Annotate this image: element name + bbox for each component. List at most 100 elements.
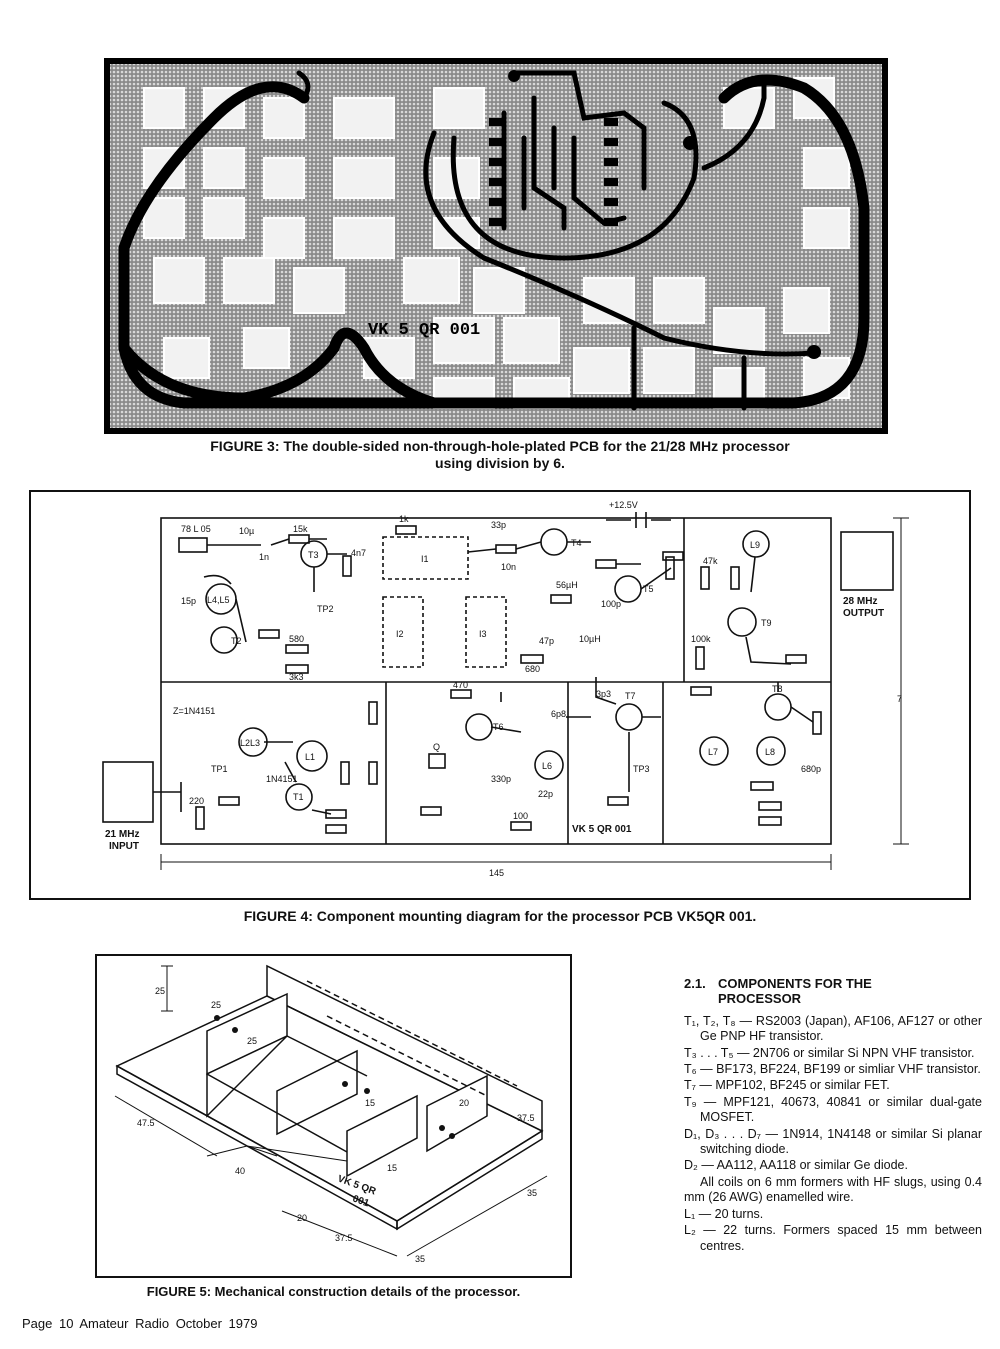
figure-3-pcb: VK 5 QR 001 bbox=[100, 54, 892, 438]
dim-25: 25 bbox=[211, 1000, 221, 1010]
inductor-label: 10µH bbox=[579, 634, 601, 644]
resistor-label: 680 bbox=[525, 664, 540, 674]
resistor-label: 3k3 bbox=[289, 672, 304, 682]
list-item: T₇ — MPF102, BF245 or similar FET. bbox=[684, 1078, 890, 1093]
dim-35: 35 bbox=[527, 1188, 537, 1198]
capacitor-label: 4n7 bbox=[351, 548, 366, 558]
l9-label: L9 bbox=[750, 540, 760, 550]
issue-date: October 1979 bbox=[175, 1316, 258, 1331]
figure-5-caption: FIGURE 5: Mechanical construction detail… bbox=[146, 1284, 521, 1299]
components-section: 2.1. COMPONENTS FOR THE PROCESSOR T₁, T₂,… bbox=[684, 976, 982, 1255]
l8-label: L8 bbox=[765, 747, 775, 757]
page-footer: Page 10 Amateur Radio October 1979 bbox=[22, 1316, 257, 1331]
resistor-label: 100 bbox=[513, 811, 528, 821]
list-item: D₁, D₃ . . . D₇ — 1N914, 1N4148 or simil… bbox=[684, 1126, 982, 1157]
dim-37-5: 37.5 bbox=[335, 1233, 353, 1243]
list-item: L₂ — 22 turns. Formers spaced 15 mm betw… bbox=[684, 1223, 982, 1253]
resistor-label: 15k bbox=[293, 524, 308, 534]
section-number: 2.1. bbox=[684, 976, 706, 991]
board-marking: VK 5 QR 001 bbox=[572, 824, 632, 835]
capacitor-label: 33p bbox=[491, 520, 506, 530]
capacitor-label: 47p bbox=[539, 636, 554, 646]
resistor-label: 47k bbox=[703, 556, 718, 566]
heading-line: PROCESSOR bbox=[718, 991, 802, 1007]
caption-line: using division by 6. bbox=[435, 455, 565, 471]
l2l3-label: L2L3 bbox=[240, 738, 260, 748]
ic2-label: I2 bbox=[396, 629, 404, 639]
height-dimension: 7 bbox=[897, 694, 902, 704]
board-marking-2: 001 bbox=[351, 1193, 371, 1209]
pcb-artwork: VK 5 QR 001 bbox=[100, 54, 892, 438]
resistor-label: 470 bbox=[453, 680, 468, 690]
tp3-label: TP3 bbox=[633, 764, 650, 774]
capacitor-label: 10n bbox=[501, 562, 516, 572]
output-label-2: OUTPUT bbox=[843, 608, 884, 619]
ic3-label: I3 bbox=[479, 629, 487, 639]
figure-3-caption: FIGURE 3: The double-sided non-through-h… bbox=[150, 438, 850, 472]
capacitor-label: 6p8 bbox=[551, 709, 566, 719]
list-item: D₂ — AA112, AA118 or similar Ge diode. bbox=[684, 1158, 908, 1173]
dim-40: 40 bbox=[235, 1166, 245, 1176]
capacitor-label: 680p bbox=[801, 764, 821, 774]
dim-20: 20 bbox=[297, 1213, 307, 1223]
t1-label: T1 bbox=[293, 792, 304, 802]
dim-25: 25 bbox=[155, 986, 165, 996]
tp1-label: TP1 bbox=[211, 764, 228, 774]
tp2-label: TP2 bbox=[317, 604, 334, 614]
component-layout: 78 L 05 +12.5V 21 MHz INPUT 28 MHz OUTPU… bbox=[102, 500, 909, 878]
supply-label: +12.5V bbox=[609, 500, 638, 510]
regulator-label: 78 L 05 bbox=[181, 524, 211, 534]
t9-label: T9 bbox=[761, 618, 772, 628]
figure-4-caption: FIGURE 4: Component mounting diagram for… bbox=[243, 908, 757, 924]
list-item: L₁ — 20 turns. bbox=[684, 1206, 764, 1221]
caption-line: FIGURE 3: The double-sided non-through-h… bbox=[210, 438, 790, 454]
coil-note: All coils on 6 mm formers with HF slugs,… bbox=[684, 1174, 982, 1205]
capacitor-label: 330p bbox=[491, 774, 511, 784]
pcb-marking: VK 5 QR 001 bbox=[368, 321, 480, 340]
crystal-label: Q bbox=[433, 742, 440, 752]
list-item: T₁, T₂, T₈ — RS2003 (Japan), AF106, AF12… bbox=[684, 1013, 982, 1044]
dim-25: 25 bbox=[247, 1036, 257, 1046]
t8-label: T8 bbox=[772, 684, 783, 694]
t5-label: T5 bbox=[643, 584, 654, 594]
t3-label: T3 bbox=[308, 550, 319, 560]
inductor-label: 56µH bbox=[556, 580, 578, 590]
t6-label: T6 bbox=[493, 722, 504, 732]
l1-label: L1 bbox=[305, 752, 315, 762]
l6-label: L6 bbox=[542, 761, 552, 771]
capacitor-label: 15p bbox=[181, 596, 196, 606]
list-item: T₆ — BF173, BF224, BF199 or simliar VHF … bbox=[684, 1062, 981, 1077]
dim-20: 20 bbox=[459, 1098, 469, 1108]
capacitor-label: 100p bbox=[601, 599, 621, 609]
l4l5-label: L4,L5 bbox=[207, 595, 230, 605]
capacitor-label: 22p bbox=[538, 789, 553, 799]
dim-15: 15 bbox=[387, 1163, 397, 1173]
ic1-label: I1 bbox=[421, 554, 429, 564]
list-item: T₃ . . . T₅ — 2N706 or similar Si NPN VH… bbox=[684, 1045, 975, 1060]
resistor-label: 580 bbox=[289, 634, 304, 644]
input-label-2: INPUT bbox=[109, 841, 139, 852]
resistor-label: 100k bbox=[691, 634, 711, 644]
mechanical-drawing: 25 25 25 47.5 40 20 20 37.5 37.5 35 35 1… bbox=[114, 964, 548, 1264]
page-number: Page 10 bbox=[22, 1316, 74, 1331]
capacitor-label: 10µ bbox=[239, 526, 254, 536]
output-label: 28 MHz bbox=[843, 596, 877, 607]
capacitor-label: 1n bbox=[259, 552, 269, 562]
dim-15: 15 bbox=[365, 1098, 375, 1108]
dim-37-5: 37.5 bbox=[517, 1113, 535, 1123]
section-heading: 2.1. COMPONENTS FOR THE PROCESSOR bbox=[684, 976, 982, 1007]
t4-label: T4 bbox=[571, 538, 582, 548]
zener-label: Z=1N4151 bbox=[173, 706, 215, 716]
heading-line: COMPONENTS FOR THE bbox=[718, 976, 872, 991]
diode-label: 1N4151 bbox=[266, 774, 298, 784]
magazine-name: Amateur Radio bbox=[79, 1316, 170, 1331]
width-dimension: 145 bbox=[489, 868, 504, 878]
t2-label: T2 bbox=[231, 636, 242, 646]
t7-label: T7 bbox=[625, 691, 636, 701]
list-item: T₉ — MPF121, 40673, 40841 or similar dua… bbox=[684, 1094, 982, 1125]
capacitor-label: 3p3 bbox=[596, 689, 611, 699]
l7-label: L7 bbox=[708, 747, 718, 757]
figure-5-mechanical: 25 25 25 47.5 40 20 20 37.5 37.5 35 35 1… bbox=[95, 954, 572, 1278]
dim-35: 35 bbox=[415, 1254, 425, 1264]
dim-47-5: 47.5 bbox=[137, 1118, 155, 1128]
